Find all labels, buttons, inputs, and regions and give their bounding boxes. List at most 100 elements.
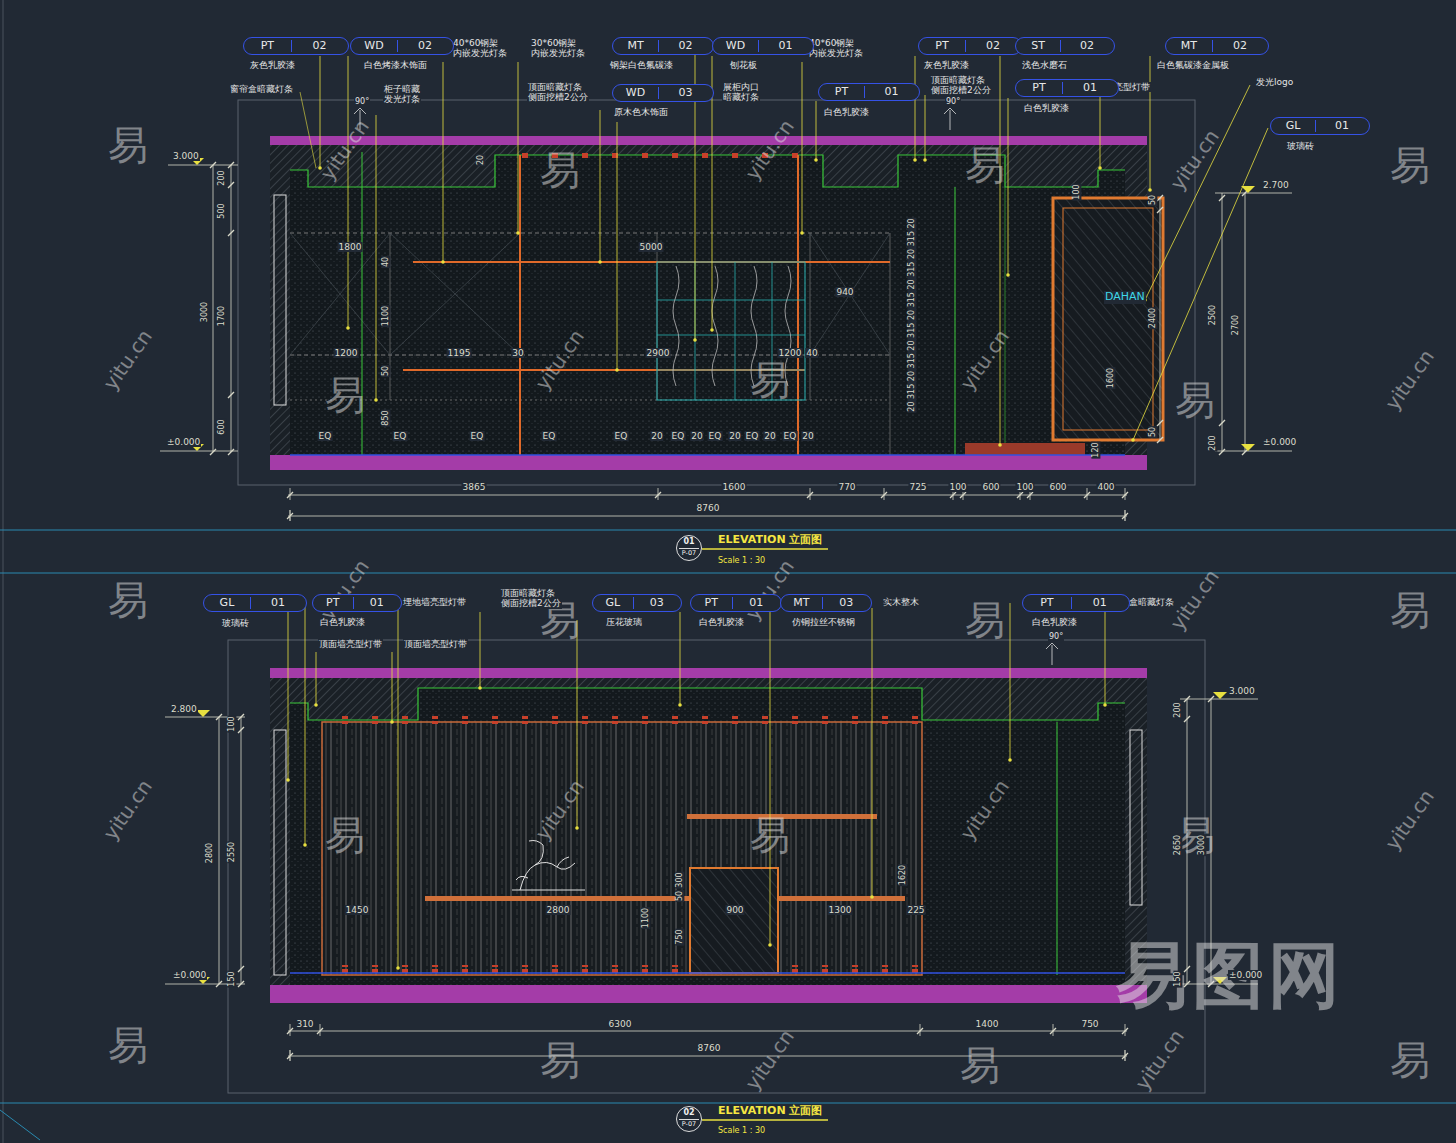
callout-note: 40*60钢架 内嵌发光灯条 bbox=[452, 38, 508, 59]
watermark: 易 bbox=[1175, 377, 1215, 423]
dimension-text: 225 bbox=[906, 905, 925, 915]
drawing-line bbox=[290, 972, 1125, 974]
dimension-text: 850 bbox=[381, 409, 390, 426]
watermark: yitu.cn bbox=[956, 776, 1014, 845]
watermark: yitu.cn bbox=[531, 776, 589, 845]
drawing-polygon bbox=[196, 710, 210, 717]
dimension-text: EQ bbox=[542, 431, 557, 441]
material-number: 01 bbox=[1071, 595, 1129, 610]
tag-divider bbox=[658, 87, 659, 99]
watermark: yitu.cn bbox=[316, 116, 374, 185]
tag-divider bbox=[1212, 40, 1213, 52]
tag-divider bbox=[1062, 82, 1063, 94]
material-name: 白色乳胶漆 bbox=[319, 617, 366, 627]
drawing-line bbox=[241, 717, 242, 984]
dimension-text: 20 bbox=[650, 431, 663, 441]
material-tag: PT01白色乳胶漆 bbox=[312, 594, 402, 612]
drawing-circle bbox=[1006, 273, 1010, 277]
drawing-line bbox=[3, 0, 4, 1143]
drawing-circle bbox=[575, 826, 579, 830]
drawing-rect bbox=[425, 896, 905, 901]
dimension-text: EQ bbox=[745, 431, 760, 441]
drawing-line bbox=[219, 717, 220, 984]
dimension-text: 200 bbox=[1173, 701, 1182, 718]
drawing-line bbox=[1180, 699, 1258, 700]
tag-divider bbox=[250, 597, 251, 609]
drawing-circle bbox=[396, 966, 400, 970]
watermark: yitu.cn bbox=[1381, 346, 1439, 415]
dimension-text: 20 bbox=[728, 431, 741, 441]
dimension-text: 50 bbox=[1148, 194, 1157, 206]
material-code: MT bbox=[613, 38, 658, 53]
drawing-title: Scale 1 : 30 bbox=[717, 556, 766, 565]
material-tag: WD01刨花板 bbox=[712, 37, 814, 55]
drawing-line bbox=[0, 530, 1456, 531]
watermark: 易 bbox=[960, 1042, 1000, 1088]
drawing-title: ELEVATION 立面图 bbox=[717, 534, 823, 547]
watermark: 易 bbox=[1390, 1037, 1430, 1083]
tag-divider bbox=[658, 40, 659, 52]
drawing-path bbox=[287, 1028, 1128, 1034]
drawing-number: 02 bbox=[677, 1109, 701, 1117]
drawing-path bbox=[320, 46, 1268, 445]
tag-divider bbox=[397, 40, 398, 52]
material-number: 01 bbox=[1062, 80, 1118, 95]
material-tag: GL01玻璃砖 bbox=[203, 594, 307, 612]
drawing-path bbox=[210, 162, 234, 455]
watermark: yitu.cn bbox=[741, 556, 799, 625]
dimension-text: ±0.000 bbox=[166, 437, 201, 447]
drawing-path bbox=[300, 92, 316, 168]
material-tag: PT02灰色乳胶漆 bbox=[243, 37, 349, 55]
drawing-circle bbox=[710, 328, 714, 332]
dimension-text: 940 bbox=[835, 287, 854, 297]
watermark: 易 bbox=[965, 142, 1005, 188]
material-name: 压花玻璃 bbox=[605, 617, 643, 627]
drawing-circle bbox=[814, 158, 818, 162]
drawing-rect bbox=[290, 687, 1125, 985]
drawing-rect bbox=[238, 100, 1195, 485]
dimension-text: 50 bbox=[381, 365, 390, 377]
material-name: 仿铜拉丝不锈钢 bbox=[791, 617, 856, 627]
drawing-line bbox=[1057, 722, 1058, 975]
drawing-g bbox=[288, 603, 1105, 968]
drawing-line bbox=[1005, 187, 1006, 455]
callout-note: 柜子暗藏 发光灯条 bbox=[383, 84, 421, 105]
dimension-text: 2800 bbox=[205, 842, 214, 864]
dimension-text: 2650 bbox=[1173, 834, 1182, 856]
drawing-polyline bbox=[290, 688, 1125, 720]
drawing-rect bbox=[270, 668, 1147, 1003]
drawing-circle bbox=[1103, 703, 1107, 707]
drawing-line bbox=[955, 187, 956, 455]
material-tag: GL01玻璃砖 bbox=[1270, 117, 1370, 135]
dimension-text: 150 bbox=[227, 970, 236, 987]
tag-divider bbox=[1060, 40, 1061, 52]
drawing-circle bbox=[800, 231, 804, 235]
drawing-g bbox=[165, 696, 1258, 1061]
watermark: 易 bbox=[108, 122, 148, 168]
drawing-line bbox=[1245, 193, 1246, 452]
drawing-circle bbox=[615, 368, 619, 372]
drawing-path bbox=[216, 714, 244, 987]
drawing-rect bbox=[270, 136, 1147, 470]
dimension-text: 120 bbox=[1091, 441, 1100, 458]
material-code: MT bbox=[781, 595, 822, 610]
dimension-text: 8760 bbox=[697, 1043, 722, 1053]
drawing-circle bbox=[516, 231, 520, 235]
drawing-polygon bbox=[290, 678, 1125, 720]
watermark: 易 bbox=[1390, 142, 1430, 188]
dimension-text: 500 bbox=[217, 202, 226, 219]
drawing-circle bbox=[314, 703, 318, 707]
material-code: GL bbox=[593, 595, 633, 610]
drawing-circle bbox=[923, 158, 927, 162]
drawing-circle bbox=[693, 338, 697, 342]
dimension-text: 1600 bbox=[1106, 367, 1115, 389]
drawing-g bbox=[196, 692, 1227, 984]
dimension-text: 1400 bbox=[975, 1019, 1000, 1029]
drawing-circle bbox=[346, 326, 350, 330]
callout-note: 90° bbox=[354, 97, 370, 106]
watermark: 易 bbox=[108, 577, 148, 623]
drawing-line bbox=[290, 233, 890, 234]
tag-divider bbox=[822, 597, 823, 609]
dimension-text: 1700 bbox=[217, 305, 226, 327]
